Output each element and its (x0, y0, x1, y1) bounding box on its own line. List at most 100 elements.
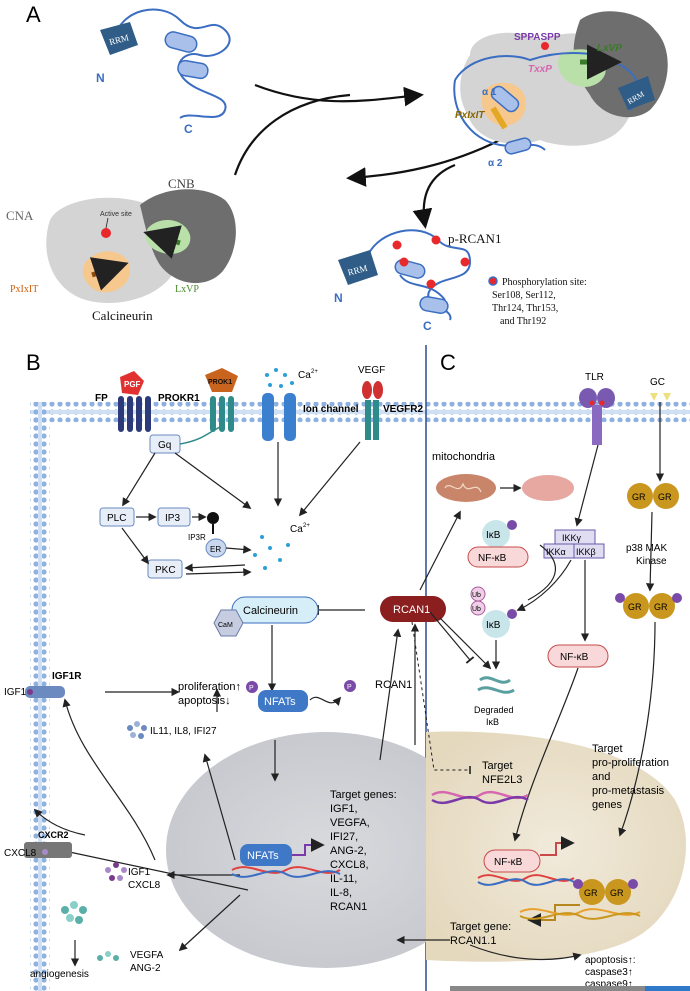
gr-p-1: GR (628, 602, 642, 612)
target-genes-b-1: IGF1, (330, 803, 358, 815)
target-pro-5: genes (592, 799, 622, 811)
motif-txxp: TxxP (528, 64, 552, 75)
nfats-nuc-label: NFATs (247, 850, 279, 862)
degraded-line-2: IκB (486, 717, 499, 727)
vegfa-label: VEGFA (130, 950, 164, 961)
fp-receptor: PGF FP (95, 371, 151, 432)
dna-nfkb (477, 874, 575, 882)
phos-line-3: Thr124, Thr153, (492, 303, 558, 314)
calcineurin-structure: Active site CNA CNB PxIxIT LxVP Calcineu… (6, 176, 236, 323)
cxcr2-label: CXCR2 (38, 830, 69, 840)
ikb-ub-label: IκB (486, 620, 501, 631)
pxixit-cn-label: PxIxIT (10, 284, 38, 295)
pkc-label: PKC (155, 565, 176, 576)
gr-dimer-phospho: GR GR (615, 593, 682, 619)
nfats-box (258, 690, 308, 712)
nfats-nuc-box (240, 844, 292, 866)
igf1-sec-label: IGF1 (128, 867, 151, 878)
ub-label-2: Ub (472, 592, 481, 599)
ca-mid-label: Ca (290, 524, 303, 535)
degraded-line-1: Degraded (474, 705, 514, 715)
nfats-label: NFATs (264, 696, 296, 708)
panel-a-label: A (26, 2, 41, 27)
apop-line-1: apoptosis↑: (585, 955, 636, 966)
bottom-progress-bar (450, 986, 690, 991)
rcan1-free-structure: RRM N C (96, 8, 231, 136)
target-pro-2: pro-proliferation (592, 757, 669, 769)
dashed-rcan1-link (411, 621, 471, 774)
p-rcan1-structure: RRM N C p-RCAN1 Phosphorylation site: Se… (334, 229, 587, 333)
panel-b-label: B (26, 350, 41, 375)
phos-line-4: and Thr192 (500, 316, 546, 327)
motif-lxvp-bound: LxVP (597, 43, 622, 54)
ub-label-1: Ub (472, 606, 481, 613)
binding-arrow (254, 83, 424, 107)
p38-line-1: p38 MAK (626, 543, 667, 554)
tlr-label: TLR (585, 372, 604, 383)
c-p-label: C (423, 319, 432, 333)
target-genes-b-5: CXCL8, (330, 859, 369, 871)
target-nfe-2: NFE2L3 (482, 774, 522, 786)
ion-channel-label: Ion channel (303, 404, 359, 415)
igf1r-receptor (25, 686, 65, 698)
ikb-top-label: IκB (486, 530, 501, 541)
ikkb-label: IKKβ (576, 547, 596, 557)
calcineurin-b-label: Calcineurin (243, 605, 298, 617)
target-genes-b-8: RCAN1 (330, 901, 367, 913)
nfkb-nuc-box (483, 849, 541, 873)
target-genes-b-6: IL-11, (330, 873, 357, 885)
return-arrow (233, 93, 351, 176)
target-genes-b-2: VEGFA, (330, 817, 370, 829)
arrows-c (419, 402, 665, 961)
cytokine-cluster (127, 721, 147, 739)
target-pro-3: and (592, 771, 610, 783)
vegf-label: VEGF (358, 365, 385, 376)
phosphorylation-arrow (412, 163, 456, 229)
mito-fragmented (522, 475, 574, 501)
release-arrow (346, 139, 501, 187)
gc-ligand: GC (650, 377, 671, 401)
cam-shape (213, 609, 244, 637)
apop-line-2: caspase3↑ (585, 967, 633, 978)
ca-mid-sup: 2+ (303, 523, 310, 529)
calcineurin-rcan1-complex: RRM SPPASPP LxVP TxxP α 1 PxIxIT α 2 (453, 11, 668, 169)
phos-line-2: Ser108, Ser112, (492, 290, 556, 301)
ca-extracellular: Ca 2+ (265, 368, 318, 388)
mito-label: mitochondria (432, 451, 496, 463)
target-nfe-1: Target (482, 760, 513, 772)
p-rcan1-label: p-RCAN1 (448, 231, 501, 246)
rcan1-box (380, 596, 446, 622)
phos-line-1: Phosphorylation site: (502, 277, 587, 288)
cam-label: CaM (218, 622, 233, 629)
degraded-ikb: Degraded IκB (474, 676, 515, 727)
prokr1-label: PROKR1 (158, 393, 200, 404)
calcineurin-label: Calcineurin (92, 308, 153, 323)
target-pro-1: Target (592, 743, 623, 755)
rcan1-text-label: RCAN1 (375, 679, 412, 691)
tlr-receptor: TLR (579, 372, 615, 445)
cxcr2-receptor (24, 842, 72, 858)
ip3r-label: IP3R (188, 533, 206, 542)
lxvp-cn-label: LxVP (175, 284, 199, 295)
prokr1-receptor: PROK1 PROKR1 (158, 368, 238, 432)
p-badge-1: P (249, 685, 254, 692)
angiogenic-cluster (61, 901, 119, 961)
gr-n-2: GR (610, 888, 624, 898)
gr-top-1: GR (632, 492, 646, 502)
target-genes-b-0: Target genes: (330, 789, 397, 801)
plasma-membrane (30, 402, 690, 422)
gr-p-2: GR (654, 602, 668, 612)
proliferation-label: proliferation↑ (178, 681, 241, 693)
ip3-label: IP3 (165, 513, 180, 524)
pgf-label: PGF (124, 380, 141, 389)
igf1r-label: IGF1R (52, 671, 82, 682)
gc-label: GC (650, 377, 665, 388)
cxcl8-label: CXCL8 (4, 848, 37, 859)
nucleus-b (166, 732, 486, 968)
ca-top-label: Ca (298, 370, 311, 381)
c-top-label: C (184, 122, 193, 136)
apop-line-3: caspase9↑ (585, 979, 633, 990)
target-genes-b-3: IFI27, (330, 831, 358, 843)
ikkg-label: IKKγ (562, 533, 582, 543)
alpha1-label: α 1 (482, 87, 497, 98)
